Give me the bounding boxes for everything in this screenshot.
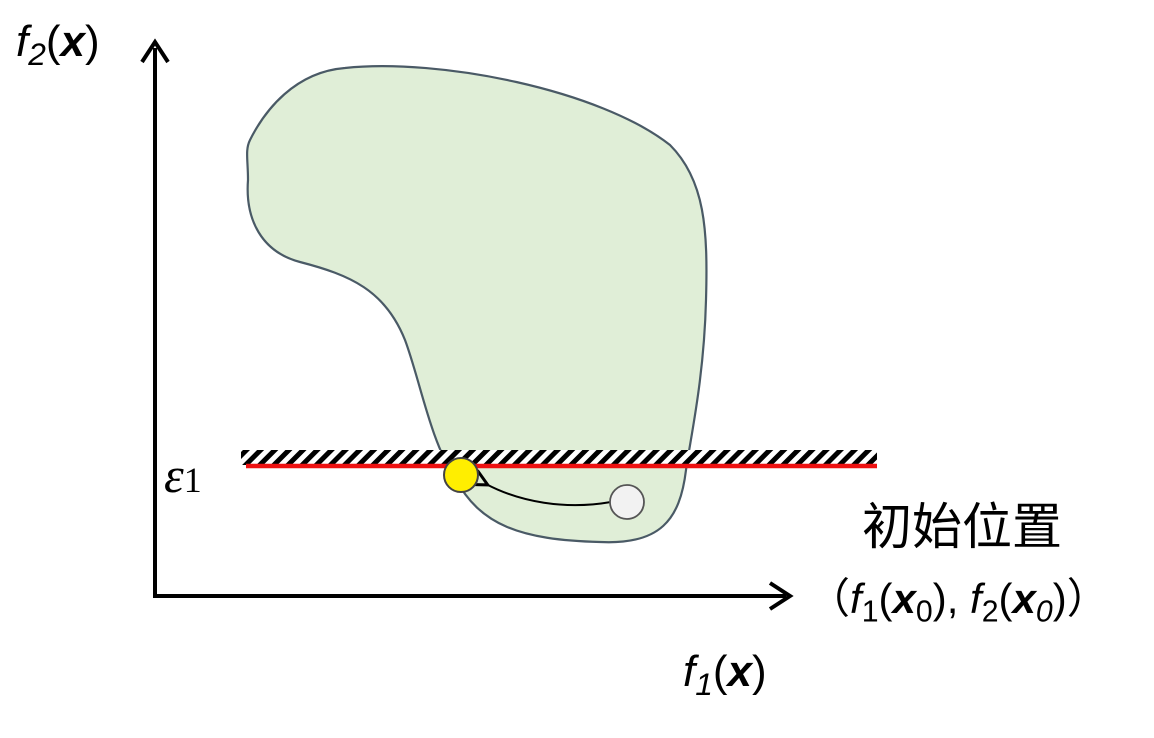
- coords-x1-index: 0: [915, 595, 933, 629]
- x-axis-label: f1(x): [683, 650, 767, 701]
- movement-arrow: [486, 484, 612, 507]
- coords-x2-index: 0: [1035, 595, 1053, 629]
- y-axis-arrowhead: [140, 38, 170, 64]
- y-axis-label: f2(x): [16, 20, 100, 71]
- coords-f2-index: 2: [981, 595, 999, 629]
- y-axis-index: 2: [28, 35, 46, 72]
- coords-x1: x: [892, 575, 916, 622]
- coords-p1-open: (: [878, 575, 893, 622]
- y-axis-var: x: [60, 17, 85, 66]
- coords-p2-close: ): [1052, 575, 1067, 622]
- y-axis-close: ): [85, 17, 100, 66]
- coords-open: （: [808, 575, 851, 622]
- x-axis-index: 1: [695, 665, 713, 702]
- coords-f1: f: [850, 575, 862, 622]
- coords-p2-open: (: [998, 575, 1013, 622]
- constraint-hatch: [241, 450, 877, 465]
- x-axis-open: (: [712, 647, 728, 696]
- epsilon-symbol: ε: [164, 447, 184, 503]
- start-point: [609, 484, 645, 520]
- coords-f1-index: 1: [861, 595, 879, 629]
- coords-f2: f: [970, 575, 982, 622]
- optimum-point: [443, 457, 479, 493]
- epsilon-label: ε1: [164, 450, 202, 500]
- y-axis-func: f: [16, 17, 29, 66]
- x-axis-arrowhead: [768, 581, 794, 611]
- y-axis-open: (: [45, 17, 61, 66]
- coords-close: ）: [1066, 575, 1109, 622]
- initial-position-title: 初始位置: [862, 498, 1062, 556]
- coords-x2: x: [1012, 575, 1036, 622]
- coords-p1-close: ),: [932, 575, 959, 622]
- x-axis-close: ): [752, 647, 767, 696]
- initial-position-coords: （f1(x0), f2(x0)）: [808, 578, 1109, 628]
- epsilon-index: 1: [183, 460, 202, 500]
- x-axis-func: f: [683, 647, 696, 696]
- feasible-region: [246, 65, 708, 544]
- x-axis-var: x: [727, 647, 752, 696]
